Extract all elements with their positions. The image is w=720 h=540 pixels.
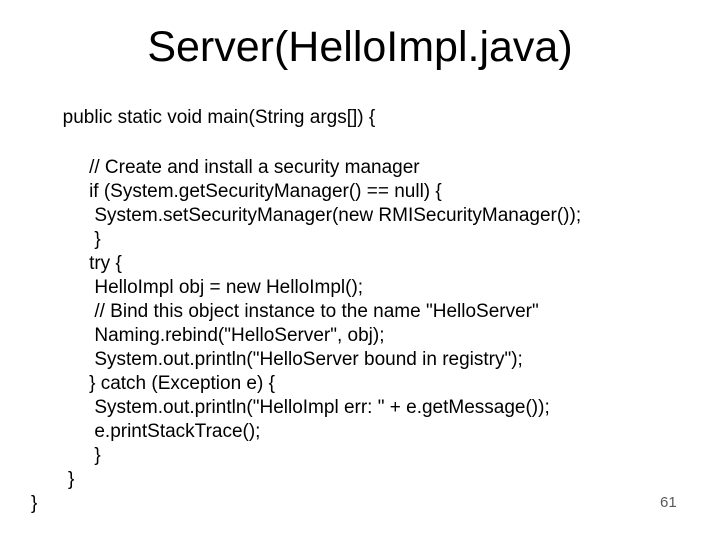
code-line: try { [31,253,122,274]
code-line: if (System.getSecurityManager() == null)… [31,181,442,202]
code-line: HelloImpl obj = new HelloImpl(); [31,277,364,298]
code-line: public static void main(String args[]) { [31,107,376,128]
code-line: } [31,493,38,514]
code-line: } catch (Exception e) { [31,373,275,394]
code-line: } [31,469,75,490]
code-line: System.setSecurityManager(new RMISecurit… [31,205,582,226]
page-number: 61 [660,494,677,511]
code-line: } [31,229,101,250]
slide-title: Server(HelloImpl.java) [147,23,573,71]
code-line: System.out.println("HelloImpl err: " + e… [31,397,550,418]
code-line: e.printStackTrace(); [31,421,261,442]
code-line: // Bind this object instance to the name… [31,301,539,322]
code-line [31,132,720,156]
code-line: } [31,445,101,466]
code-line: // Create and install a security manager [31,157,420,178]
code-line: System.out.println("HelloServer bound in… [31,349,523,370]
code-block: public static void main(String args[]) {… [31,106,720,516]
code-line: Naming.rebind("HelloServer", obj); [31,325,385,346]
